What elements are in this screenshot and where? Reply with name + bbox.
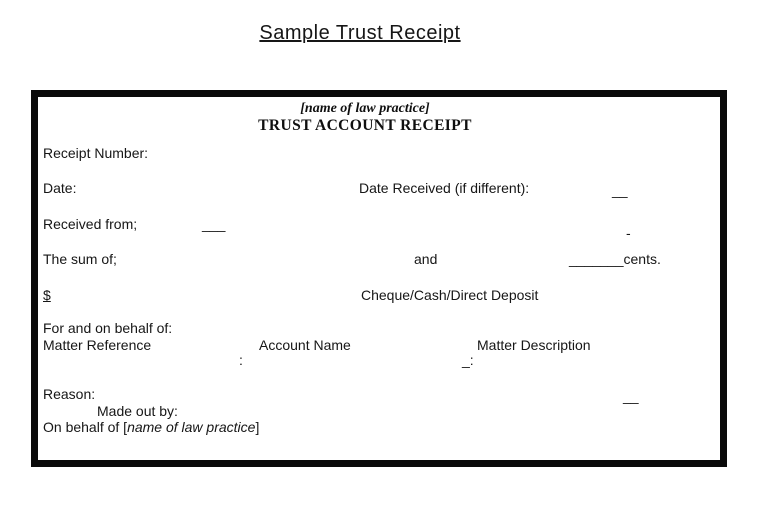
on-behalf-practice-name: name of law practice xyxy=(127,419,256,435)
matter-description-label: Matter Description xyxy=(477,337,591,353)
dollar-sign: $ xyxy=(43,287,51,303)
form-title: TRUST ACCOUNT RECEIPT xyxy=(258,117,472,134)
cents-blank-line: _______cents. xyxy=(569,251,661,267)
on-behalf-prefix: On behalf of [ xyxy=(43,419,128,435)
account-name-label: Account Name xyxy=(259,337,351,353)
account-name-colon: : xyxy=(239,352,243,368)
date-label: Date: xyxy=(43,180,77,196)
and-label: and xyxy=(414,251,438,267)
on-behalf-line: On behalf of [name of law practice] xyxy=(43,419,259,435)
practice-name-placeholder: [name of law practice] xyxy=(300,101,430,116)
page-title: Sample Trust Receipt xyxy=(259,22,461,44)
received-from-blank-line: ___ xyxy=(202,216,226,232)
sum-label: The sum of; xyxy=(43,251,117,267)
payment-method-label: Cheque/Cash/Direct Deposit xyxy=(361,287,539,303)
reason-blank-line: __ xyxy=(623,388,639,404)
date-received-blank-line: __ xyxy=(612,182,628,198)
on-behalf-suffix: ] xyxy=(255,419,260,435)
receipt-number-label: Receipt Number: xyxy=(43,145,149,161)
received-from-dash: - xyxy=(626,225,631,241)
matter-reference-label: Matter Reference xyxy=(43,337,152,353)
for-and-on-behalf-label: For and on behalf of: xyxy=(43,320,173,336)
reason-label: Reason: xyxy=(43,386,96,402)
made-out-by-label: Made out by: xyxy=(97,403,178,419)
received-from-label: Received from; xyxy=(43,216,138,232)
matter-description-colon: _: xyxy=(462,352,474,368)
trust-receipt-form-box: [name of law practice] TRUST ACCOUNT REC… xyxy=(31,90,727,467)
date-received-label: Date Received (if different): xyxy=(359,180,530,196)
